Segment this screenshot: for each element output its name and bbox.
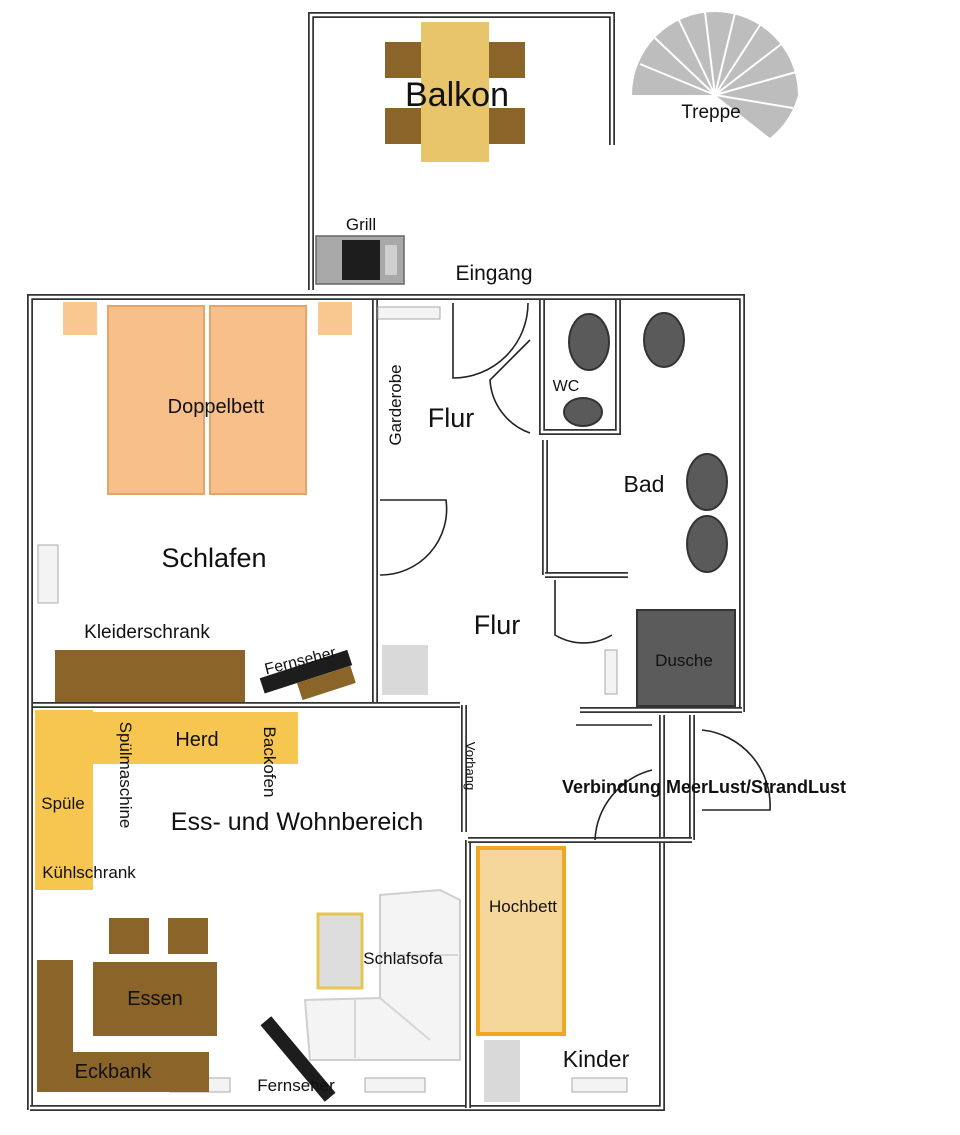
- shower: [636, 609, 736, 707]
- balcony-table: [421, 22, 489, 162]
- oven-label: Backofen: [260, 727, 279, 798]
- double-bed-right: [209, 305, 307, 495]
- balcony-chair: [385, 42, 421, 78]
- doors: [379, 302, 771, 841]
- sleeper-sofa-label: Schlafsofa: [363, 949, 443, 968]
- wardrobe-hall-label: Garderobe: [386, 364, 405, 445]
- dining-table: [93, 962, 217, 1036]
- hallway-main-label: Flur: [474, 610, 521, 640]
- hallway-top-label: Flur: [428, 403, 475, 433]
- bedroom: Doppelbett Schlafen Kleiderschrank Ferns…: [55, 302, 356, 702]
- living-area: Herd Spülmaschine Backofen Spüle Ess- un…: [35, 710, 478, 1102]
- hall-cabinet: [382, 645, 428, 695]
- curtain-label: Vorhang: [463, 742, 478, 790]
- bedroom-tv: [259, 649, 353, 694]
- bathroom: Bad Dusche: [624, 312, 736, 707]
- dining-chair: [109, 918, 149, 954]
- nightstand: [63, 302, 97, 335]
- kitchen-sink-counter: [35, 710, 93, 890]
- loft-bed-label: Hochbett: [489, 897, 557, 916]
- living-tv-label: Fernseher: [257, 1076, 335, 1095]
- bedroom-label: Schlafen: [161, 543, 266, 573]
- living-tv: [260, 1016, 336, 1102]
- bathroom-label: Bad: [624, 471, 665, 497]
- balcony-chair: [489, 42, 525, 78]
- kids-cabinet: [484, 1040, 520, 1102]
- sink-label: Spüle: [41, 794, 84, 813]
- kitchen-counter-top: [93, 712, 298, 764]
- wc-label: WC: [553, 378, 580, 395]
- connection-label: Verbindung MeerLust/StrandLust: [562, 777, 846, 797]
- sleeper-sofa: [303, 888, 461, 1061]
- corner-bench-label: Eckbank: [75, 1061, 153, 1083]
- coffee-table: [316, 912, 364, 990]
- grill: Grill: [315, 215, 405, 285]
- dining-chair: [168, 918, 208, 954]
- stove-label: Herd: [175, 729, 218, 751]
- double-bed-left: [107, 305, 205, 495]
- grill-label: Grill: [346, 215, 376, 234]
- entrance-label: Eingang: [455, 262, 532, 285]
- corner-bench-bottom: [37, 1052, 209, 1092]
- balcony-label: Balkon: [405, 76, 509, 114]
- loft-bed: [476, 846, 566, 1036]
- double-bed-label: Doppelbett: [168, 396, 265, 418]
- kids-room: Hochbett Kinder: [476, 846, 630, 1102]
- balcony-area: Balkon: [308, 12, 615, 290]
- hallway: Garderobe Flur Flur: [382, 364, 520, 695]
- dining-label: Essen: [127, 988, 183, 1010]
- staircase-label: Treppe: [681, 102, 741, 123]
- kids-label: Kinder: [563, 1046, 630, 1072]
- staircase: Treppe: [632, 11, 798, 138]
- living-label: Ess- und Wohnbereich: [171, 808, 423, 836]
- wardrobe-label: Kleiderschrank: [84, 622, 210, 643]
- wc-room: WC: [553, 313, 610, 427]
- shower-label: Dusche: [655, 651, 713, 670]
- nightstand: [318, 302, 352, 335]
- balcony-chair: [489, 108, 525, 144]
- dishwasher-label: Spülmaschine: [116, 722, 135, 829]
- walls: [27, 294, 745, 1111]
- wardrobe: [55, 650, 245, 702]
- fridge-label: Kühlschrank: [42, 863, 136, 882]
- balcony-chair: [385, 108, 421, 144]
